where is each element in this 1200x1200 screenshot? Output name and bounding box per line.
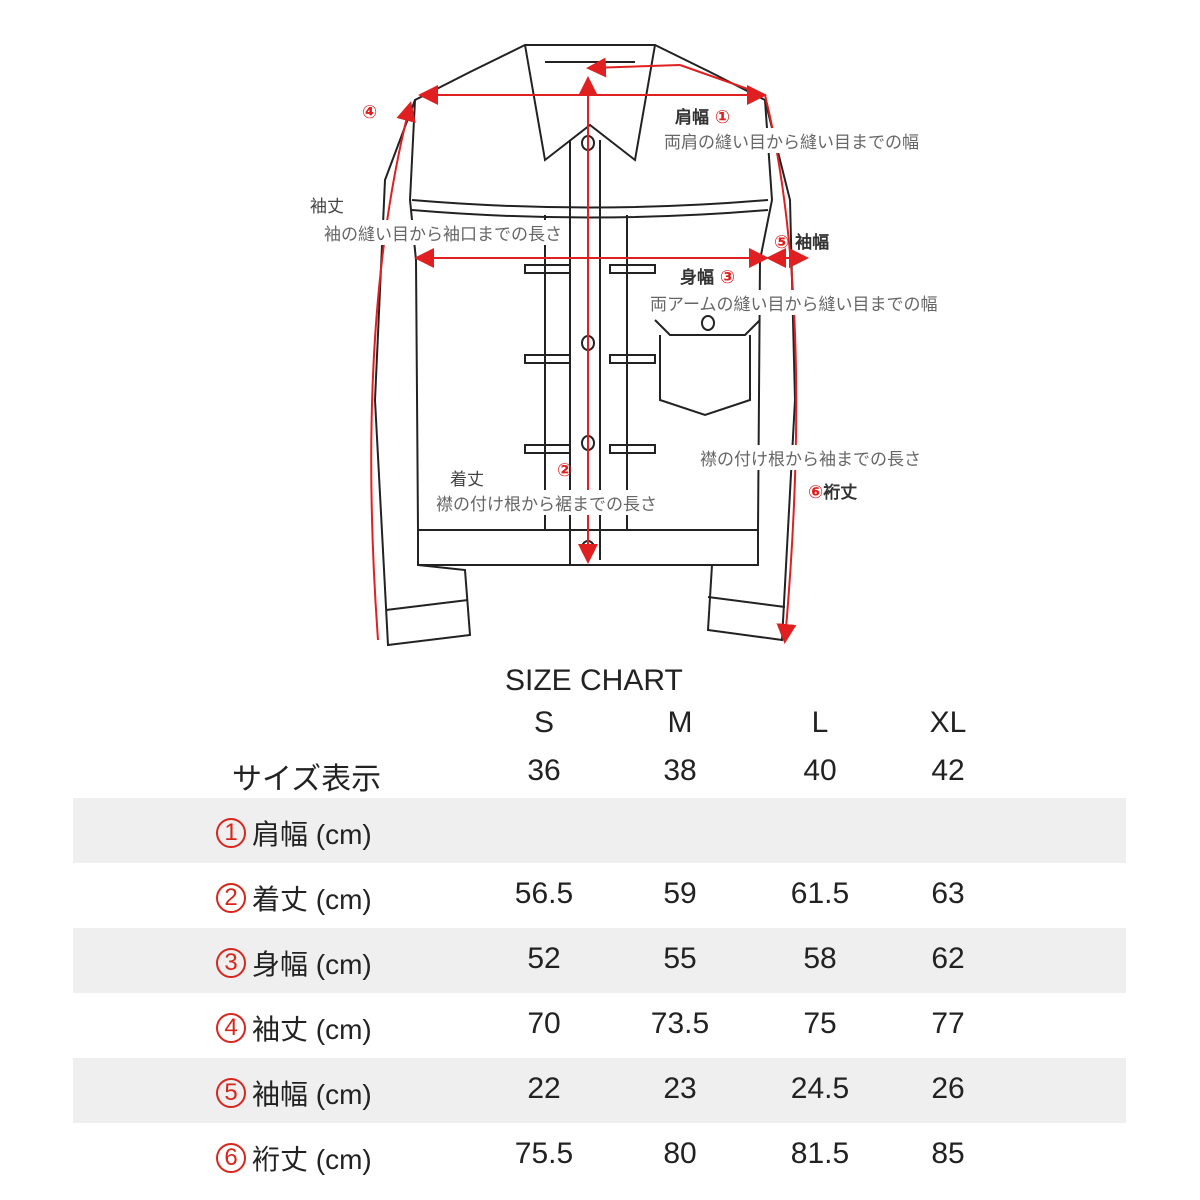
length-label: 着丈 <box>450 470 484 490</box>
size-display-value: 36 <box>527 754 561 787</box>
size-header: L <box>811 706 829 739</box>
chest-desc: 両アームの縫い目から縫い目までの幅 <box>648 290 940 315</box>
size-display-value: 42 <box>931 754 965 787</box>
size-header: M <box>667 706 693 739</box>
size-header: S <box>533 706 554 739</box>
number-circle-icon: 4 <box>216 1013 246 1043</box>
number-circle-icon: 6 <box>216 1143 246 1173</box>
length-number: ② <box>557 460 573 481</box>
yuki-desc: 襟の付け根から袖までの長さ <box>698 445 923 470</box>
number-circle-icon: 5 <box>216 1078 246 1108</box>
number-circle-icon: 3 <box>216 948 246 978</box>
chest-label: 身幅 ③ <box>680 267 736 288</box>
jacket-diagram: 肩幅 ① 両肩の縫い目から縫い目までの幅 ④ 袖丈 袖の縫い目から袖口までの長さ… <box>310 44 940 647</box>
sleeve-desc: 袖の縫い目から袖口までの長さ <box>322 220 564 245</box>
shoulder-desc: 両肩の縫い目から縫い目までの幅 <box>662 128 921 153</box>
size-display-label: サイズ表示 <box>232 763 382 796</box>
size-chart-title: SIZE CHART <box>505 664 683 697</box>
size-display-value: 40 <box>803 754 837 787</box>
sleeve-label: 袖丈 <box>310 197 344 217</box>
sleeve-number: ④ <box>362 102 378 123</box>
sleeve-width-label: ⑤ 袖幅 <box>774 232 830 253</box>
jacket-outline-icon <box>370 44 809 647</box>
size-display-row: サイズ表示 36 38 40 42 <box>0 754 1200 800</box>
number-circle-icon: 2 <box>216 883 246 913</box>
number-circle-icon: 1 <box>216 818 246 848</box>
size-header: XL <box>929 706 967 739</box>
size-display-value: 38 <box>663 754 697 787</box>
length-desc: 襟の付け根から裾までの長さ <box>434 490 659 515</box>
yuki-label: ⑥裄丈 <box>808 482 858 503</box>
shoulder-label: 肩幅 ① <box>675 107 731 128</box>
size-header-row: S M L XL <box>0 706 1200 752</box>
